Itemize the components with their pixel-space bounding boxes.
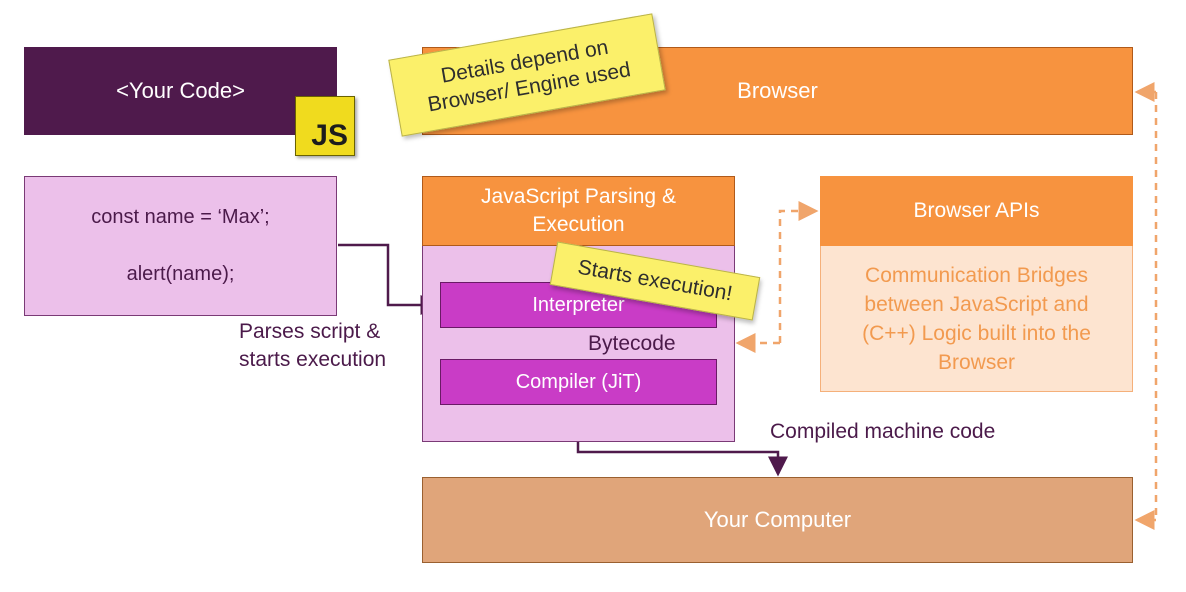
- apis-desc-line-4: Browser: [937, 350, 1016, 374]
- apis-desc-line-3: (C++) Logic built into the: [862, 321, 1091, 345]
- your-computer-label: Your Computer: [703, 507, 852, 532]
- browser-box: Browser: [422, 47, 1133, 135]
- parses-line-2: starts execution: [239, 348, 387, 371]
- apis-desc-line-1: Communication Bridges: [865, 263, 1088, 287]
- compiled-machine-code-label: Compiled machine code: [770, 420, 996, 443]
- compiler-box: Compiler (JiT): [440, 359, 717, 405]
- interpreter-label: Interpreter: [532, 293, 625, 316]
- engine-title-line-2: Execution: [532, 213, 625, 236]
- code-line-2: alert(name);: [126, 263, 235, 285]
- compiler-label: Compiler (JiT): [515, 370, 642, 393]
- code-sample-box: const name = ‘Max’; alert(name);: [24, 176, 337, 316]
- your-code-box: <Your Code>: [24, 47, 337, 135]
- browser-apis-description-box: Communication Bridges between JavaScript…: [820, 246, 1133, 392]
- js-logo-text: JS: [311, 119, 348, 152]
- browser-apis-title: Browser APIs: [913, 199, 1040, 222]
- engine-to-apis-arrow: [778, 201, 819, 343]
- your-computer-box: Your Computer: [422, 477, 1133, 563]
- engine-header: JavaScript Parsing & Execution: [422, 176, 735, 246]
- js-logo: JS: [295, 96, 355, 156]
- parses-script-label: Parses script & starts execution: [239, 318, 386, 374]
- browser-label: Browser: [737, 78, 818, 103]
- code-line-1: const name = ‘Max’;: [91, 206, 270, 228]
- your-code-label: <Your Code>: [116, 78, 245, 103]
- browser-apis-header: Browser APIs: [820, 176, 1133, 246]
- apis-desc-line-2: between JavaScript and: [864, 292, 1089, 316]
- parses-line-1: Parses script &: [239, 320, 381, 343]
- code-to-interpreter-arrow: [338, 243, 441, 315]
- engine-title-line-1: JavaScript Parsing &: [481, 185, 676, 208]
- bytecode-label: Bytecode: [588, 332, 676, 355]
